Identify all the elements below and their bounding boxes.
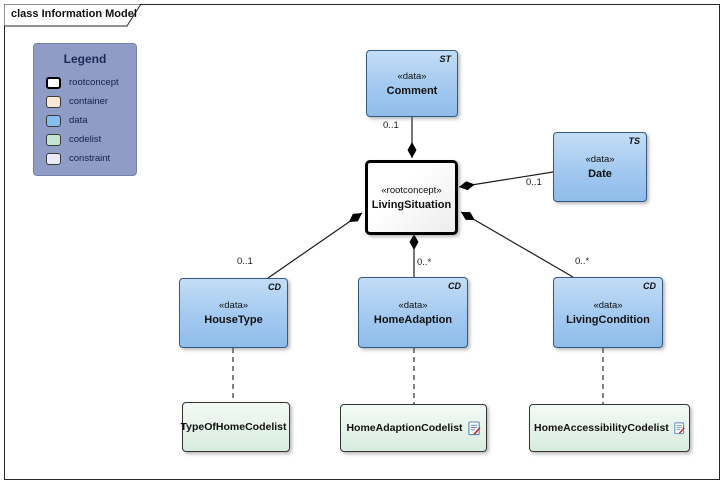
class-name: TypeOfHomeCodelist bbox=[180, 421, 287, 433]
document-icon bbox=[467, 420, 480, 435]
class-name: LivingCondition bbox=[566, 313, 650, 326]
legend-item-label: codelist bbox=[69, 134, 102, 145]
frame-title: class Information Model bbox=[11, 8, 137, 20]
constraint-swatch bbox=[46, 152, 61, 165]
frame-tab-shape bbox=[4, 4, 142, 27]
legend-item-data: data bbox=[34, 111, 136, 130]
class-comment[interactable]: ST «data» Comment bbox=[366, 50, 458, 117]
diagram-frame bbox=[4, 4, 720, 480]
datatype-tag: ST bbox=[439, 54, 451, 64]
legend-item-label: container bbox=[69, 96, 109, 107]
stereotype-label: «data» bbox=[397, 70, 427, 82]
class-name: Comment bbox=[386, 84, 438, 97]
frame-tab: class Information Model bbox=[4, 4, 144, 27]
multiplicity-date: 0..1 bbox=[526, 177, 542, 188]
legend-item-label: data bbox=[69, 115, 88, 126]
class-name: HomeAccessibilityCodelist bbox=[534, 422, 669, 434]
codelist-swatch bbox=[46, 133, 61, 146]
legend-item-codelist: codelist bbox=[34, 130, 136, 149]
class-housetype[interactable]: CD «data» HouseType bbox=[179, 278, 288, 348]
legend-item-label: rootconcept bbox=[69, 77, 119, 88]
multiplicity-livingcondition: 0..* bbox=[575, 256, 590, 267]
multiplicity-homeadaption: 0..* bbox=[417, 257, 432, 268]
class-name: HomeAdaptionCodelist bbox=[346, 422, 463, 434]
class-typeofhomecodelist[interactable]: TypeOfHomeCodelist bbox=[180, 402, 290, 452]
stereotype-label: «rootconcept» bbox=[381, 184, 442, 196]
datatype-tag: CD bbox=[643, 281, 656, 291]
legend-item-label: constraint bbox=[69, 153, 111, 164]
class-homeaccessibilitycodelist[interactable]: HomeAccessibilityCodelist bbox=[529, 404, 690, 452]
legend-item-constraint: constraint bbox=[34, 149, 136, 168]
container-swatch bbox=[46, 95, 61, 108]
stereotype-label: «data» bbox=[593, 299, 623, 311]
connector-livingsituation-livingcondition[interactable] bbox=[460, 211, 574, 278]
class-name: HouseType bbox=[204, 314, 263, 326]
class-date[interactable]: TS «data» Date bbox=[553, 132, 647, 202]
multiplicity-comment: 0..1 bbox=[383, 120, 399, 131]
datatype-tag: TS bbox=[628, 136, 640, 146]
class-homeadaption[interactable]: CD «data» HomeAdaption bbox=[358, 277, 468, 348]
datatype-tag: CD bbox=[448, 281, 461, 291]
class-name: HomeAdaption bbox=[373, 313, 453, 326]
connector-livingsituation-date[interactable] bbox=[458, 171, 554, 191]
stereotype-label: «data» bbox=[398, 299, 428, 311]
class-name: Date bbox=[588, 168, 612, 180]
connector-livingsituation-housetype[interactable] bbox=[267, 212, 363, 279]
legend-item-rootconcept: rootconcept bbox=[34, 73, 136, 92]
document-icon bbox=[674, 421, 685, 434]
stereotype-label: «data» bbox=[585, 154, 615, 165]
legend-item-container: container bbox=[34, 92, 136, 111]
data-swatch bbox=[46, 114, 61, 127]
class-homeadaptioncodelist[interactable]: HomeAdaptionCodelist bbox=[340, 404, 487, 452]
class-livingsituation[interactable]: «rootconcept» LivingSituation bbox=[365, 160, 458, 235]
stereotype-label: «data» bbox=[218, 300, 249, 311]
legend[interactable]: Legend rootconcept container data codeli… bbox=[33, 43, 137, 176]
class-name: LivingSituation bbox=[371, 198, 452, 211]
datatype-tag: CD bbox=[268, 282, 281, 292]
rootconcept-swatch bbox=[46, 76, 61, 89]
class-livingcondition[interactable]: CD «data» LivingCondition bbox=[553, 277, 663, 348]
multiplicity-housetype: 0..1 bbox=[237, 256, 253, 267]
legend-title: Legend bbox=[63, 52, 107, 66]
